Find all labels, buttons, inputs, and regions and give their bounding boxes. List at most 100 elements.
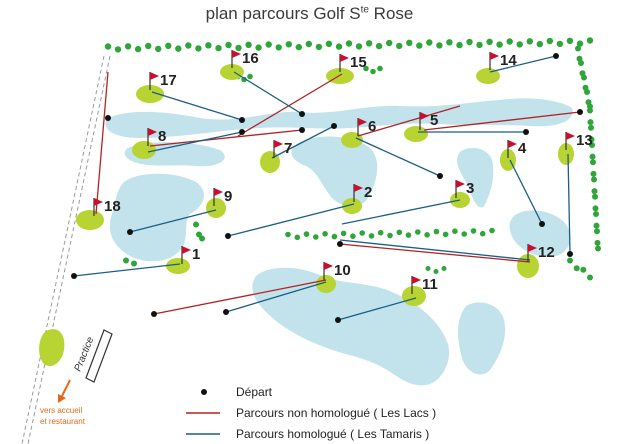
- tree-icon: [215, 44, 222, 52]
- tree-rows: [104, 37, 601, 281]
- tee-dot-icon: [127, 229, 133, 235]
- green-12: [517, 254, 539, 278]
- route-9: [129, 209, 217, 233]
- tree-icon: [466, 38, 473, 46]
- tree-icon: [546, 37, 553, 45]
- tree-icon: [566, 37, 574, 44]
- tree-icon: [470, 228, 477, 234]
- tree-icon: [185, 42, 192, 49]
- hole-number-label: 9: [224, 188, 232, 205]
- exit-to-reception[interactable]: vers accueil et restaurant: [40, 379, 86, 426]
- route-3: [341, 199, 461, 225]
- tree-icon: [114, 46, 122, 53]
- tree-icon: [386, 39, 393, 47]
- hole-13[interactable]: 13: [565, 132, 593, 150]
- tree-icon: [313, 234, 319, 240]
- hole-14[interactable]: 14: [489, 52, 517, 70]
- hole-number-label: 1: [192, 246, 200, 263]
- tree-icon: [593, 211, 599, 217]
- hole-6[interactable]: 6: [357, 118, 376, 136]
- tree-icon: [476, 41, 483, 49]
- route-12: [339, 243, 531, 263]
- hole-8[interactable]: 8: [147, 128, 166, 146]
- tree-icon: [424, 232, 430, 238]
- tee-dot-icon: [151, 311, 157, 317]
- hole-18[interactable]: 18: [93, 198, 121, 216]
- green-8: [132, 141, 156, 159]
- tree-icon: [461, 231, 468, 237]
- flag-icon: [490, 52, 499, 60]
- title-main: plan parcours Golf S: [205, 4, 361, 23]
- green-4: [500, 149, 516, 171]
- hole-11[interactable]: 11: [411, 276, 438, 294]
- hole-2[interactable]: 2: [353, 184, 372, 202]
- tree-icon: [193, 221, 199, 228]
- tree-icon: [375, 42, 383, 50]
- tee-dot-icon: [337, 241, 343, 247]
- hole-7[interactable]: 7: [273, 140, 292, 158]
- hole-9[interactable]: 9: [213, 188, 232, 206]
- hole-number-label: 13: [576, 132, 593, 149]
- tree-icon: [573, 265, 580, 272]
- tree-icon: [305, 40, 312, 48]
- tree-icon: [405, 232, 412, 238]
- tee-dot-icon: [299, 111, 305, 117]
- tree-icon: [235, 44, 242, 52]
- tree-icon: [591, 188, 598, 195]
- flag-icon: [324, 262, 333, 270]
- route-10: [153, 279, 327, 315]
- tree-icon: [355, 43, 363, 50]
- route-14: [489, 55, 557, 73]
- tree-icon: [134, 45, 142, 53]
- legend-tee-dot-icon: [201, 389, 207, 395]
- hole-10[interactable]: 10: [323, 262, 351, 280]
- tree-icon: [567, 257, 573, 264]
- hole-17[interactable]: 17: [149, 72, 177, 90]
- flag-icon: [528, 244, 537, 252]
- tree-icon: [155, 45, 162, 53]
- tree-icon: [325, 40, 333, 47]
- tree-icon: [578, 60, 584, 66]
- tee-dot-icon: [105, 115, 111, 121]
- legend: Départ Parcours non homologué ( Les Lacs…: [186, 385, 436, 441]
- tree-icon: [124, 43, 132, 50]
- water-lake-10: [252, 267, 450, 386]
- tree-icon: [322, 231, 328, 237]
- hole-number-label: 16: [242, 50, 259, 67]
- hole-16[interactable]: 16: [231, 50, 259, 68]
- flag-icon: [182, 246, 191, 254]
- hole-1[interactable]: 1: [181, 246, 200, 264]
- hole-12[interactable]: 12: [527, 244, 555, 262]
- tree-icon: [350, 233, 356, 239]
- tree-icon: [377, 229, 384, 236]
- tee-dot-icon: [539, 221, 545, 227]
- tee-dot-icon: [71, 273, 77, 279]
- hole-number-label: 17: [160, 72, 177, 89]
- tree-icon: [265, 41, 272, 48]
- tree-icon: [165, 42, 172, 49]
- tree-icon: [365, 40, 373, 47]
- routes-red: [95, 71, 581, 315]
- tree-icon: [340, 230, 347, 237]
- route-17: [151, 91, 243, 121]
- tree-icon: [442, 231, 449, 238]
- tree-icon: [294, 234, 301, 241]
- practice-green: [39, 329, 65, 367]
- hole-3[interactable]: 3: [455, 180, 474, 198]
- green-17: [136, 85, 164, 103]
- tree-icon: [363, 65, 369, 72]
- tree-icon: [436, 42, 443, 49]
- hole-4[interactable]: 4: [507, 140, 527, 158]
- flag-icon: [232, 50, 241, 58]
- hole-5[interactable]: 5: [419, 112, 438, 130]
- tree-icon: [588, 124, 594, 131]
- green-16: [220, 64, 244, 80]
- tee-dot-icon: [239, 117, 245, 123]
- hole-15[interactable]: 15: [339, 54, 367, 72]
- title-sup: te: [360, 4, 369, 16]
- flag-icon: [420, 112, 429, 120]
- flag-icon: [354, 184, 363, 192]
- tree-icon: [576, 40, 584, 47]
- legend-depart: Départ: [236, 385, 273, 399]
